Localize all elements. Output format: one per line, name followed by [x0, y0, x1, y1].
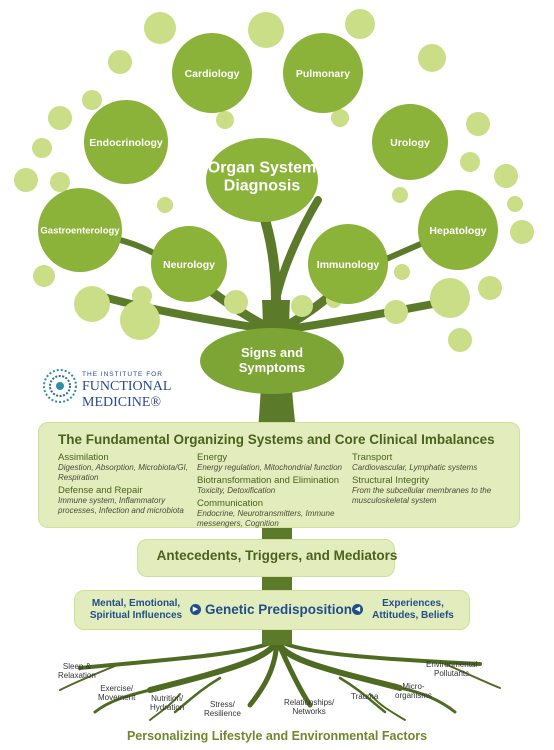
organ-label-pulmonary: Pulmonary [295, 68, 351, 80]
ifm-logo-mark [43, 369, 77, 403]
system-detail: Cardiovascular, Lymphatic systems [352, 463, 478, 473]
systems-column-3: Transport Cardiovascular, Lymphatic syst… [352, 450, 512, 506]
pulmonary-circle [283, 33, 363, 113]
systems-column-1: Assimilation Digestion, Absorption, Micr… [58, 450, 190, 515]
system-heading: Defense and Repair [58, 484, 143, 496]
organ-label-hepatology: Hepatology [429, 225, 487, 237]
root-label-nutrition: Nutrition/Hydration [150, 694, 185, 713]
organ-label-neurology: Neurology [163, 259, 215, 271]
left-arrow-icon: ◀ [352, 604, 363, 615]
system-heading: Transport [352, 452, 393, 463]
organ-label-endocrinology: Endocrinology [89, 137, 163, 149]
system-detail: Digestion, Absorption, Microbiota/GI, Re… [58, 463, 188, 482]
system-detail: Endocrine, Neurotransmitters, Immune mes… [197, 509, 335, 528]
system-heading: Structural Integrity [352, 474, 430, 486]
footer-title: Personalizing Lifestyle and Environmenta… [126, 729, 428, 743]
systems-column-2: Energy Energy regulation, Mitochondrial … [197, 450, 345, 529]
root-label-relationships: Relationships/Networks [284, 698, 335, 717]
root-label-sleep: Sleep &Relaxation [58, 662, 96, 681]
system-heading: Biotransformation and Elimination [197, 474, 340, 486]
system-heading: Assimilation [58, 452, 109, 463]
logo-text-functional: FUNCTIONAL [82, 379, 172, 394]
endocrinology-circle [84, 100, 168, 184]
organ-system-circle [206, 138, 318, 222]
organ-label-immunology: Immunology [316, 259, 380, 271]
system-detail: Immune system, Inflammatory processes, I… [58, 495, 184, 515]
organ-system-diagnosis-label: Organ System Diagnosis [207, 159, 317, 195]
system-detail: Energy regulation, Mitochondrial functio… [197, 463, 342, 473]
gastroenterology-circle [38, 188, 122, 272]
root-label-exercise: Exercise/Movement [98, 684, 136, 703]
neurology-circle [151, 226, 227, 302]
fundamental-systems-box [38, 422, 520, 528]
experiences-attitudes-beliefs-label: Experiences, Attitudes, Beliefs [372, 598, 454, 621]
signs-symptoms-label: Signs and Symptoms [238, 345, 306, 375]
organ-label-urology: Urology [390, 137, 430, 149]
root-label-trauma: Trauma [351, 692, 379, 701]
genetic-predisposition-label: Genetic Predisposition [205, 602, 353, 617]
immunology-circle [308, 224, 388, 304]
root-label-microorganisms: Micro-organisms [395, 682, 432, 701]
mental-emotional-spiritual-label: Mental, Emotional, Spiritual Influences [89, 598, 183, 621]
organ-label-gastroenterology: Gastroenterology [40, 225, 120, 237]
system-detail: Toxicity, Detoxification [197, 486, 276, 496]
cardiology-circle [172, 33, 252, 113]
system-detail: From the subcellular membranes to the mu… [352, 486, 492, 505]
system-heading: Communication [197, 497, 263, 509]
right-arrow-icon: ▶ [190, 604, 201, 615]
organ-label-cardiology: Cardiology [184, 68, 240, 80]
fundamental-systems-title: The Fundamental Organizing Systems and C… [58, 432, 495, 447]
tree-roots [59, 637, 501, 721]
system-heading: Energy [197, 452, 228, 463]
genetic-predisposition-box [74, 590, 470, 630]
antecedents-label: Antecedents, Triggers, and Mediators [156, 548, 398, 563]
root-label-stress: Stress/Resilience [204, 700, 241, 719]
antecedents-box [137, 539, 395, 577]
logo-text-institute: THE INSTITUTE FOR [82, 371, 163, 378]
hepatology-circle [418, 190, 498, 270]
signs-symptoms-ellipse [200, 328, 344, 394]
logo-text-medicine: MEDICINE® [82, 395, 162, 410]
urology-circle [372, 104, 448, 180]
organ-circles [38, 33, 498, 304]
